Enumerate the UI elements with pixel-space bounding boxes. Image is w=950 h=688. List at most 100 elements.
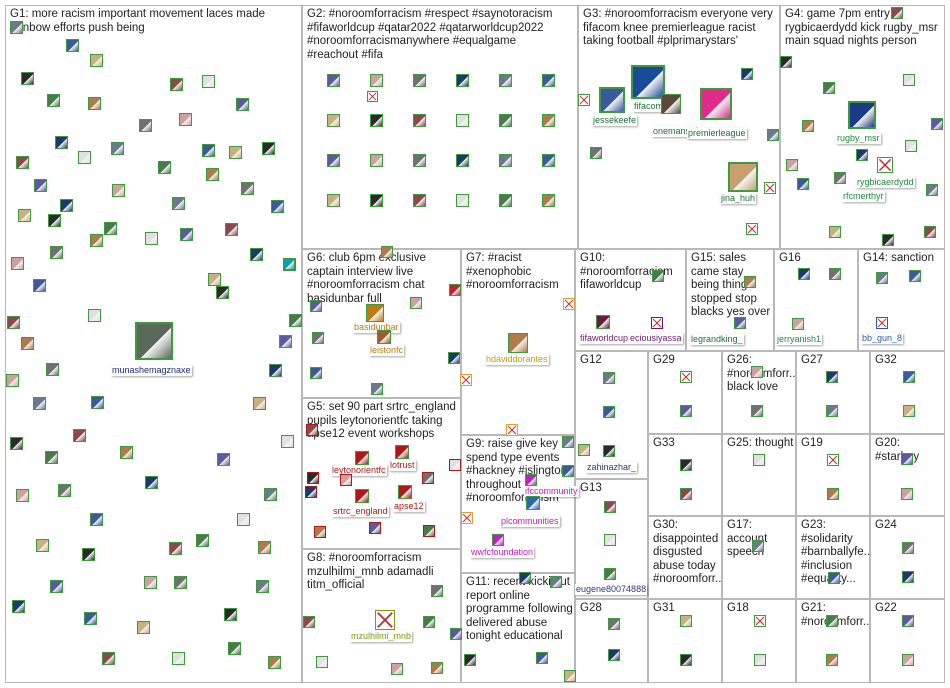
placeholder-avatar-node[interactable] — [877, 157, 893, 173]
avatar-node[interactable] — [138, 118, 152, 132]
avatar-node[interactable] — [195, 533, 209, 547]
wwfcfoundation-node[interactable] — [492, 534, 504, 546]
premierleague-node[interactable] — [700, 88, 732, 120]
avatar-node[interactable] — [314, 526, 326, 538]
avatar-node[interactable] — [47, 213, 61, 227]
avatar-node[interactable] — [44, 450, 58, 464]
avatar-node[interactable] — [464, 654, 476, 666]
avatar-node[interactable] — [412, 153, 426, 167]
avatar-node[interactable] — [257, 540, 271, 554]
avatar-node[interactable] — [240, 181, 254, 195]
avatar-node[interactable] — [431, 662, 443, 674]
avatar-node[interactable] — [905, 140, 917, 152]
avatar-node[interactable] — [829, 268, 841, 280]
avatar-node[interactable] — [310, 300, 322, 312]
avatar-node[interactable] — [201, 74, 215, 88]
avatar-node[interactable] — [278, 334, 292, 348]
munashemagznaxe-node[interactable] — [135, 322, 173, 360]
placeholder-avatar-node[interactable] — [827, 454, 839, 466]
placeholder-avatar-node[interactable] — [680, 371, 692, 383]
avatar-node[interactable] — [802, 120, 814, 132]
avatar-node[interactable] — [680, 615, 692, 627]
avatar-node[interactable] — [9, 20, 23, 34]
avatar-node[interactable] — [326, 113, 340, 127]
avatar-node[interactable] — [902, 542, 914, 554]
avatar-node[interactable] — [169, 77, 183, 91]
placeholder-avatar-node[interactable] — [876, 317, 888, 329]
avatar-node[interactable] — [173, 575, 187, 589]
avatar-node[interactable] — [381, 246, 393, 258]
avatar-node[interactable] — [604, 501, 616, 513]
placeholder-avatar-node[interactable] — [651, 317, 663, 329]
avatar-node[interactable] — [902, 571, 914, 583]
avatar-node[interactable] — [59, 198, 73, 212]
avatar-node[interactable] — [902, 615, 914, 627]
avatar-node[interactable] — [797, 178, 809, 190]
avatar-node[interactable] — [455, 73, 469, 87]
avatar-node[interactable] — [15, 488, 29, 502]
avatar-node[interactable] — [119, 445, 133, 459]
fifacom-node[interactable] — [631, 65, 665, 99]
avatar-node[interactable] — [89, 53, 103, 67]
avatar-node[interactable] — [455, 193, 469, 207]
avatar-node[interactable] — [519, 572, 531, 584]
apse12-node[interactable] — [398, 485, 412, 499]
lotrust-node[interactable] — [395, 445, 409, 459]
avatar-node[interactable] — [734, 317, 746, 329]
avatar-node[interactable] — [455, 153, 469, 167]
avatar-node[interactable] — [110, 141, 124, 155]
avatar-node[interactable] — [111, 183, 125, 197]
avatar-node[interactable] — [215, 285, 229, 299]
avatar-node[interactable] — [87, 96, 101, 110]
avatar-node[interactable] — [252, 396, 266, 410]
avatar-node[interactable] — [267, 655, 281, 669]
avatar-node[interactable] — [179, 227, 193, 241]
avatar-node[interactable] — [834, 172, 846, 184]
avatar-node[interactable] — [6, 315, 20, 329]
avatar-node[interactable] — [144, 231, 158, 245]
placeholder-avatar-node[interactable] — [754, 615, 766, 627]
avatar-node[interactable] — [249, 247, 263, 261]
avatar-node[interactable] — [891, 7, 903, 19]
avatar-node[interactable] — [564, 670, 576, 682]
avatar-node[interactable] — [826, 654, 838, 666]
placeholder-avatar-node[interactable] — [578, 94, 590, 106]
avatar-node[interactable] — [340, 474, 352, 486]
avatar-node[interactable] — [541, 153, 555, 167]
avatar-node[interactable] — [20, 336, 34, 350]
avatar-node[interactable] — [89, 512, 103, 526]
avatar-node[interactable] — [829, 226, 841, 238]
avatar-node[interactable] — [11, 599, 25, 613]
avatar-node[interactable] — [423, 525, 435, 537]
avatar-node[interactable] — [603, 372, 615, 384]
avatar-node[interactable] — [305, 486, 317, 498]
avatar-node[interactable] — [767, 129, 779, 141]
avatar-node[interactable] — [924, 226, 936, 238]
avatar-node[interactable] — [608, 618, 620, 630]
leytonorientfc-node[interactable] — [355, 451, 369, 465]
avatar-node[interactable] — [201, 143, 215, 157]
avatar-node[interactable] — [562, 436, 574, 448]
avatar-node[interactable] — [371, 383, 383, 395]
avatar-node[interactable] — [931, 118, 943, 130]
avatar-node[interactable] — [10, 256, 24, 270]
avatar-node[interactable] — [224, 222, 238, 236]
avatar-node[interactable] — [103, 221, 117, 235]
ifccommunity-node[interactable] — [525, 474, 537, 486]
avatar-node[interactable] — [541, 73, 555, 87]
avatar-node[interactable] — [603, 406, 615, 418]
avatar-node[interactable] — [423, 616, 435, 628]
avatar-node[interactable] — [15, 155, 29, 169]
avatar-node[interactable] — [326, 193, 340, 207]
avatar-node[interactable] — [81, 547, 95, 561]
placeholder-avatar-node[interactable] — [746, 223, 758, 235]
avatar-node[interactable] — [903, 74, 915, 86]
avatar-node[interactable] — [562, 465, 574, 477]
avatar-node[interactable] — [498, 113, 512, 127]
avatar-node[interactable] — [72, 428, 86, 442]
avatar-node[interactable] — [65, 38, 79, 52]
avatar-node[interactable] — [89, 233, 103, 247]
zahinazhar-node[interactable] — [603, 445, 615, 457]
fifaworldcup-node[interactable] — [596, 315, 610, 329]
rugby-msr-node[interactable] — [848, 101, 876, 129]
